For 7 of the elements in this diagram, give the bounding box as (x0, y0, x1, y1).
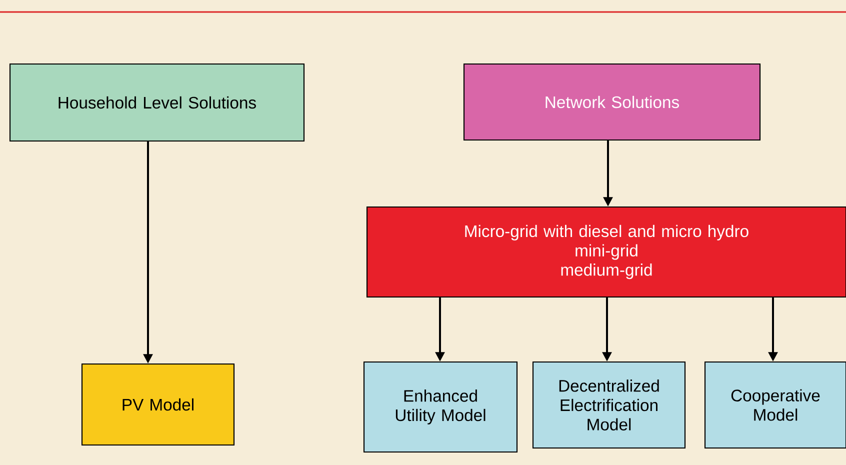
model-box: Enhanced Utility Model (363, 361, 518, 453)
model-box: Cooperative Model (704, 361, 846, 449)
model-box: Decentralized Electrification Model (532, 361, 686, 449)
grid-box: Micro-grid with diesel and micro hydro mini-grid medium-grid (366, 206, 846, 298)
solution-box: Household Level Solutions (9, 63, 305, 142)
solution-box: Network Solutions (463, 63, 761, 141)
model-box: PV Model (81, 363, 235, 446)
